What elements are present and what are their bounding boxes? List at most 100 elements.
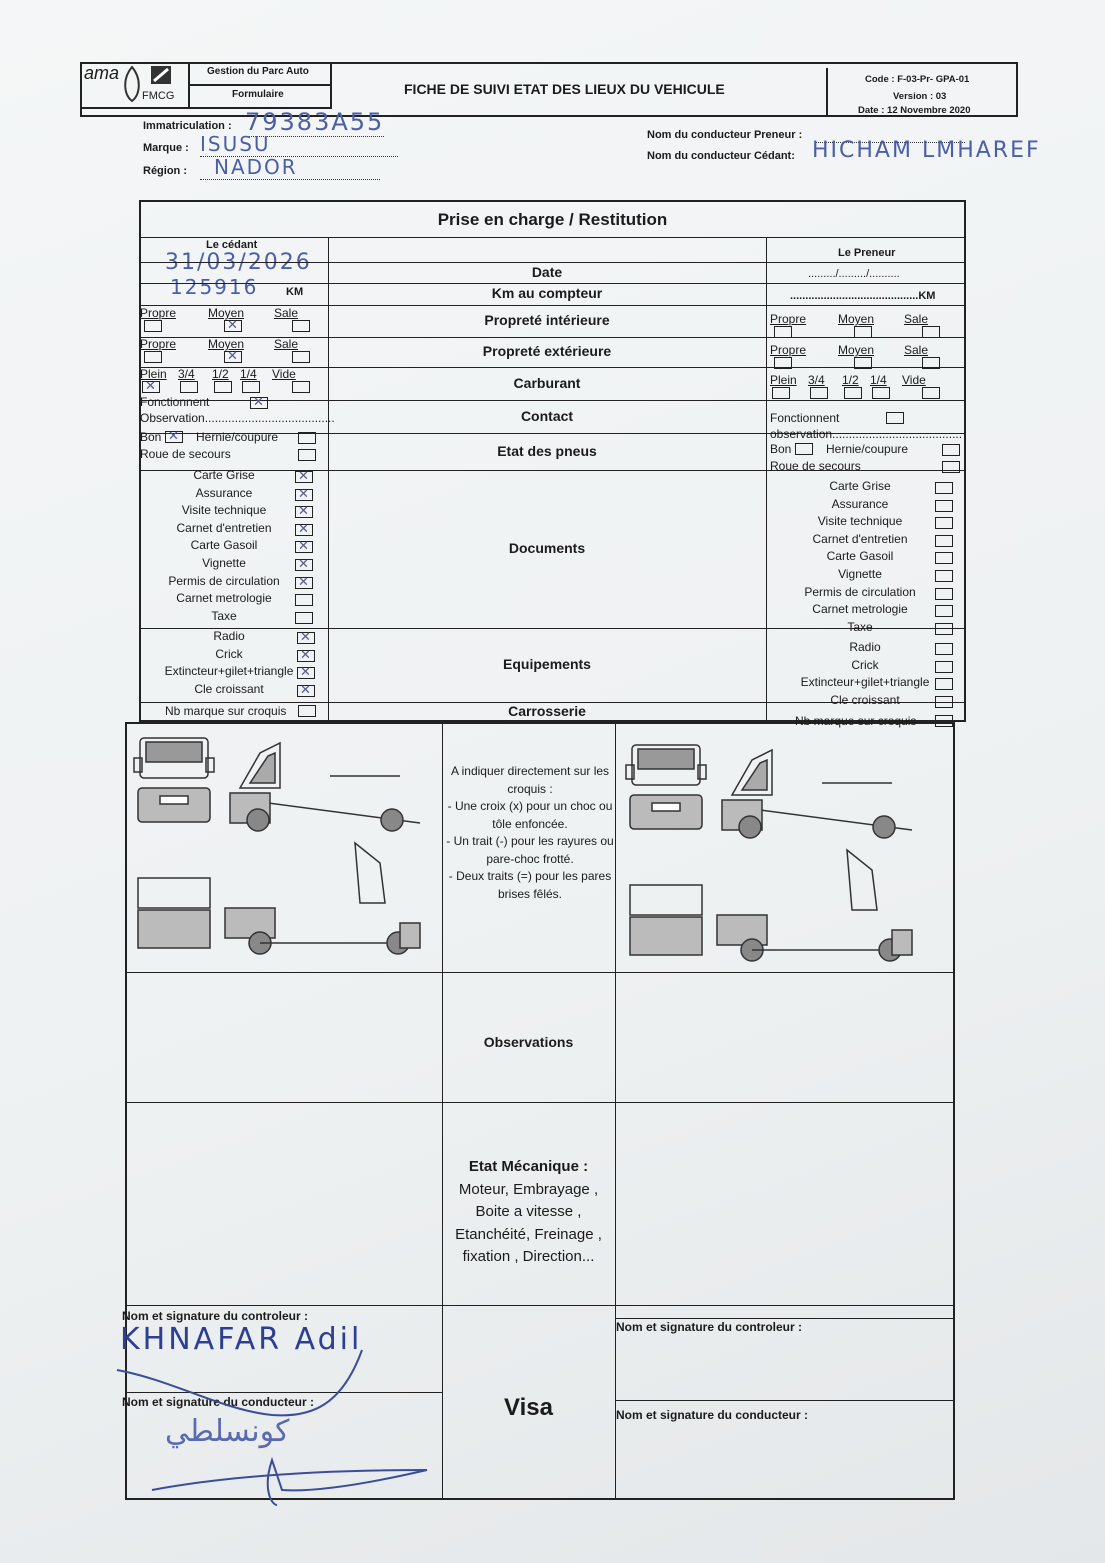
preneur-prop_int-checkbox-1[interactable] — [854, 326, 872, 338]
preneur-doc-checkbox-6[interactable] — [935, 587, 953, 600]
preneur-equip-checkbox-3[interactable] — [935, 695, 953, 708]
preneur-doc-checkbox-7[interactable] — [935, 605, 953, 618]
cedant-value[interactable]: HICHAM LMHAREF — [812, 138, 1041, 163]
cedant-doc-checkbox-6[interactable] — [295, 574, 313, 590]
cedant-doc-checkbox-5[interactable] — [295, 556, 313, 572]
cedant-roue-checkbox[interactable] — [298, 449, 316, 461]
cedant-fuel-checkbox-1[interactable] — [180, 381, 198, 393]
vehicle-sketch-cedant[interactable] — [130, 728, 438, 968]
preneur-equip-label-2: Extincteur+gilet+triangle — [800, 675, 930, 690]
preneur-bon-checkbox[interactable] — [795, 443, 813, 455]
cedant-doc-checkbox-0[interactable] — [295, 468, 313, 484]
cedant-equip-checkbox-1[interactable] — [297, 647, 315, 663]
controleur-signature-cedant[interactable]: KHNAFAR Adil — [120, 1322, 363, 1357]
preneur-doc-checkbox-1[interactable] — [935, 499, 953, 512]
preneur-value[interactable] — [815, 130, 965, 143]
preneur-observation-field: observation.............................… — [770, 427, 963, 441]
cedant-doc-checkbox-1[interactable] — [295, 486, 313, 502]
cedant-prop_int-checkbox-1[interactable] — [224, 317, 242, 333]
cedant-prop_int-checkbox-2[interactable] — [292, 320, 310, 332]
cedant-doc-checkbox-4[interactable] — [295, 538, 313, 554]
vehicle-sketch-preneur[interactable] — [622, 735, 952, 980]
cedant-prop_ext-checkbox-2[interactable] — [292, 351, 310, 363]
preneur-prop_ext-opt-label: Propre — [770, 343, 807, 357]
preneur-fuel-checkbox-3[interactable] — [872, 387, 890, 399]
fmcg-logo-icon — [151, 66, 171, 84]
cedant-prop_ext-checkbox-1[interactable] — [224, 348, 242, 364]
row-divider — [139, 305, 966, 306]
cedant-equip-label-0: Radio — [213, 629, 245, 643]
preneur-prop_ext-checkbox-1[interactable] — [854, 357, 872, 369]
preneur-doc-checkbox-3[interactable] — [935, 534, 953, 547]
preneur-doc-checkbox-4[interactable] — [935, 552, 953, 565]
preneur-fuel-checkbox-2[interactable] — [844, 387, 862, 399]
cedant-prop_int-checkbox-0[interactable] — [144, 320, 162, 332]
cedant-hernie-checkbox[interactable] — [298, 432, 316, 444]
cedant-prop_ext-checkbox-0[interactable] — [144, 351, 162, 363]
cedant-nb-marque-checkbox[interactable] — [298, 705, 316, 717]
cedant-equip-checkbox-2[interactable] — [297, 664, 315, 680]
visa-label: Visa — [504, 1394, 553, 1421]
preneur-prop_ext-checkbox-2[interactable] — [922, 357, 940, 369]
section-divider — [125, 1102, 955, 1103]
etat-mecanique-cedant-area[interactable] — [127, 1104, 440, 1304]
preneur-doc-checkbox-8[interactable] — [935, 622, 953, 635]
preneur-date-value[interactable]: ........./........./.......... — [808, 268, 900, 280]
preneur-equip-checkbox-1[interactable] — [935, 660, 953, 673]
cedant-prop_ext-opt-label: Propre — [140, 337, 177, 351]
cedant-prop_int-opt-label: Sale — [274, 306, 299, 320]
cedant-doc-checkbox-7[interactable] — [295, 594, 313, 607]
cedant-equip-checkbox-3[interactable] — [297, 682, 315, 698]
observations-cedant-area[interactable] — [127, 974, 440, 1100]
cedant-fuel-checkbox-0[interactable] — [142, 378, 160, 394]
preneur-km-value[interactable]: ........................................… — [790, 290, 936, 302]
cedant-fuel-checkbox-4[interactable] — [292, 381, 310, 393]
preneur-roue-checkbox[interactable] — [942, 461, 960, 473]
cedant-equip-label-2: Extincteur+gilet+triangle — [164, 664, 294, 679]
preneur-fuel-checkbox-1[interactable] — [810, 387, 828, 399]
conducteur-signature-cedant[interactable]: كونسلطي — [165, 1414, 290, 1449]
preneur-fonctionnent-checkbox[interactable] — [886, 412, 904, 424]
immatriculation-value[interactable]: 79383A55 — [245, 108, 385, 137]
document-title: FICHE DE SUIVI ETAT DES LIEUX DU VEHICUL… — [404, 81, 725, 97]
table-divider — [139, 237, 966, 238]
cedant-doc-checkbox-8[interactable] — [295, 611, 313, 624]
preneur-prop_int-checkbox-0[interactable] — [774, 326, 792, 338]
marque-value[interactable]: ISUSU — [200, 132, 398, 157]
preneur-fuel-checkbox-0[interactable] — [772, 387, 790, 399]
preneur-header: Le Preneur — [838, 247, 896, 259]
cedant-fuel-checkbox-3[interactable] — [242, 381, 260, 393]
cedant-equip-checkbox-0[interactable] — [297, 629, 315, 645]
section-divider — [615, 1400, 955, 1401]
row-label-equipements: Equipements — [503, 656, 591, 672]
etat-mecanique-line: Moteur, Embrayage , — [458, 1180, 599, 1198]
row-divider — [139, 702, 966, 703]
preneur-doc-checkbox-0[interactable] — [935, 482, 953, 494]
cedant-fonctionnent-checkbox[interactable] — [250, 394, 268, 410]
cedant-fuel-checkbox-2[interactable] — [214, 381, 232, 393]
immatriculation-label: Immatriculation : — [143, 120, 232, 132]
preneur-prop_ext-checkbox-0[interactable] — [774, 357, 792, 369]
cedant-km-value[interactable]: 125916 — [170, 275, 259, 299]
region-value[interactable]: NADOR — [200, 155, 380, 180]
preneur-doc-checkbox-2[interactable] — [935, 517, 953, 530]
preneur-nb-marque-checkbox[interactable] — [935, 715, 953, 727]
preneur-doc-checkbox-5[interactable] — [935, 570, 953, 582]
preneur-equip-checkbox-0[interactable] — [935, 643, 953, 655]
preneur-fuel-checkbox-4[interactable] — [922, 387, 940, 399]
preneur-prop_int-checkbox-2[interactable] — [922, 326, 940, 338]
preneur-doc-label-8: Taxe — [847, 619, 873, 634]
preneur-hernie-checkbox[interactable] — [942, 444, 960, 456]
cedant-doc-checkbox-2[interactable] — [295, 503, 313, 519]
cedant-bon-checkbox[interactable] — [165, 428, 183, 444]
cedant-doc-label-7: Carnet metrologie — [176, 591, 272, 606]
observations-preneur-area[interactable] — [617, 974, 953, 1100]
cedant-fuel-opt-label: Vide — [272, 367, 296, 381]
row-label-date: Date — [531, 263, 563, 280]
preneur-equip-checkbox-2[interactable] — [935, 678, 953, 691]
section-divider — [125, 972, 955, 973]
etat-mecanique-preneur-area[interactable] — [617, 1104, 953, 1304]
company-logo: ama FMCG — [82, 63, 187, 105]
row-label-carburant: Carburant — [513, 374, 581, 391]
cedant-doc-checkbox-3[interactable] — [295, 521, 313, 537]
